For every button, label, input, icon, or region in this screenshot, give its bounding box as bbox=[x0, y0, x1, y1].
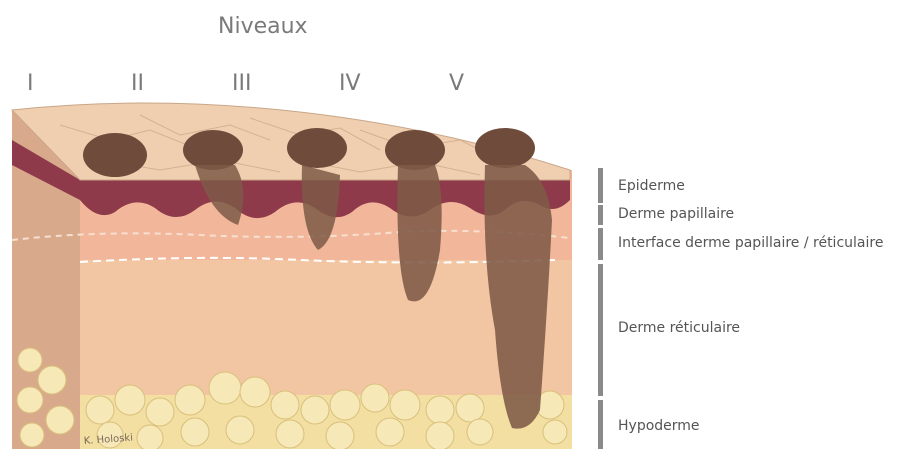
hypoderme-bar bbox=[598, 400, 603, 449]
interface-bar bbox=[598, 228, 603, 260]
layer-label-derme-reticulaire: Derme réticulaire bbox=[618, 320, 740, 336]
epiderme-bar bbox=[598, 168, 603, 203]
layer-label-epiderme: Epiderme bbox=[618, 178, 685, 194]
derme-papillaire-bar bbox=[598, 205, 603, 225]
layer-label-derme-papillaire: Derme papillaire bbox=[618, 206, 734, 222]
skin-cross-section-illustration: K. Holoski bbox=[0, 0, 600, 449]
layer-label-interface: Interface derme papillaire / réticulaire bbox=[618, 235, 883, 251]
melanoma-level-1 bbox=[83, 133, 147, 177]
derme-reticulaire-bar bbox=[598, 264, 603, 396]
layer-label-hypoderme: Hypoderme bbox=[618, 418, 700, 434]
